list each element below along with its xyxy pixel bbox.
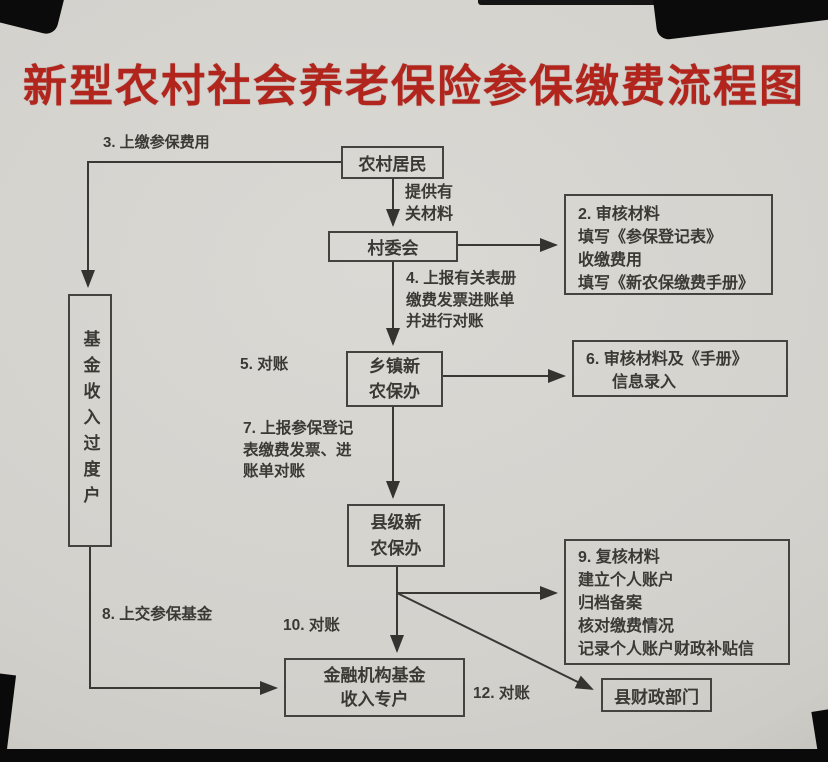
step9-line: 归档备案	[578, 595, 643, 612]
node-county-office-line: 县级新	[370, 512, 422, 532]
connector-fund-account-to-financial	[89, 547, 278, 695]
label-step7-line: 7. 上报参保登记	[243, 420, 354, 437]
step9-line: 9. 复核材料	[578, 549, 660, 566]
node-village-committee-label: 村委会	[367, 239, 419, 258]
node-township-office-line: 乡镇新	[369, 357, 420, 376]
photo-edge-top-strip	[478, 0, 684, 5]
node-fund-transition-account-label: 基金收入过度户	[80, 329, 100, 512]
step2-line: 收缴费用	[578, 252, 643, 269]
step2-line: 2. 审核材料	[578, 206, 660, 223]
label-step4-submit-forms: 4. 上报有关表册 缴费发票进账单 并进行对账	[406, 268, 516, 333]
node-financial-institution-line: 金融机构基金	[323, 665, 426, 685]
label-provide-materials-line: 关材料	[405, 205, 454, 223]
step9-line: 记录个人账户财政补贴信	[578, 641, 755, 658]
label-step7-submit-registration: 7. 上报参保登记 表缴费发票、进 账单对账	[243, 418, 353, 483]
label-step12-reconcile: 12. 对账	[473, 685, 530, 702]
node-fund-transition-account: 基金收入过度户	[68, 294, 112, 547]
label-step10-reconcile: 10. 对账	[283, 617, 340, 634]
node-county-office: 县级新 农保办	[347, 504, 445, 567]
label-step7-line: 账单对账	[243, 463, 306, 480]
page-title: 新型农村社会养老保险参保缴费流程图	[23, 62, 805, 111]
step2-line: 填写《参保登记表》	[578, 229, 723, 246]
label-step7-line: 表缴费发票、进	[243, 441, 352, 459]
label-step8-submit-fund: 8. 上交参保基金	[102, 606, 213, 623]
node-township-office: 乡镇新 农保办	[346, 351, 443, 407]
node-village-committee: 村委会	[328, 231, 458, 262]
node-step2-review-materials: 2. 审核材料 填写《参保登记表》 收缴费用 填写《新农保缴费手册》	[564, 194, 773, 295]
label-provide-materials: 提供有 关材料	[405, 182, 453, 225]
step9-line: 核对缴费情况	[578, 618, 675, 635]
label-provide-materials-line: 提供有	[405, 184, 454, 201]
label-step4-line: 缴费发票进账单	[406, 291, 515, 309]
node-county-finance-dept-label: 县财政部门	[614, 687, 699, 707]
connector-county-to-finance-dept	[396, 592, 594, 690]
node-financial-institution-line: 收入专户	[340, 689, 409, 709]
label-step4-line: 4. 上报有关表册	[406, 270, 517, 287]
step6-line: 6. 审核材料及《手册》	[586, 351, 748, 368]
step9-line: 建立个人账户	[578, 572, 675, 589]
step6-line: 信息录入	[612, 374, 677, 391]
node-financial-institution-account: 金融机构基金 收入专户	[284, 658, 465, 717]
step2-line: 填写《新农保缴费手册》	[578, 275, 755, 292]
node-county-finance-dept: 县财政部门	[601, 678, 712, 712]
label-step4-line: 并进行对账	[406, 313, 484, 330]
node-rural-residents: 农村居民	[341, 146, 444, 179]
node-township-office-line: 农保办	[369, 382, 420, 401]
node-step6-review-handbook: 6. 审核材料及《手册》 信息录入	[572, 340, 788, 397]
connector-residents-to-fund-account	[81, 161, 341, 288]
label-step3-pay-fees: 3. 上缴参保费用	[103, 134, 210, 151]
node-step9-recheck-materials: 9. 复核材料 建立个人账户 归档备案 核对缴费情况 记录个人账户财政补贴信	[564, 539, 790, 665]
node-rural-residents-label: 农村居民	[358, 155, 427, 174]
node-county-office-line: 农保办	[370, 538, 422, 558]
label-step5-reconcile: 5. 对账	[240, 356, 289, 373]
